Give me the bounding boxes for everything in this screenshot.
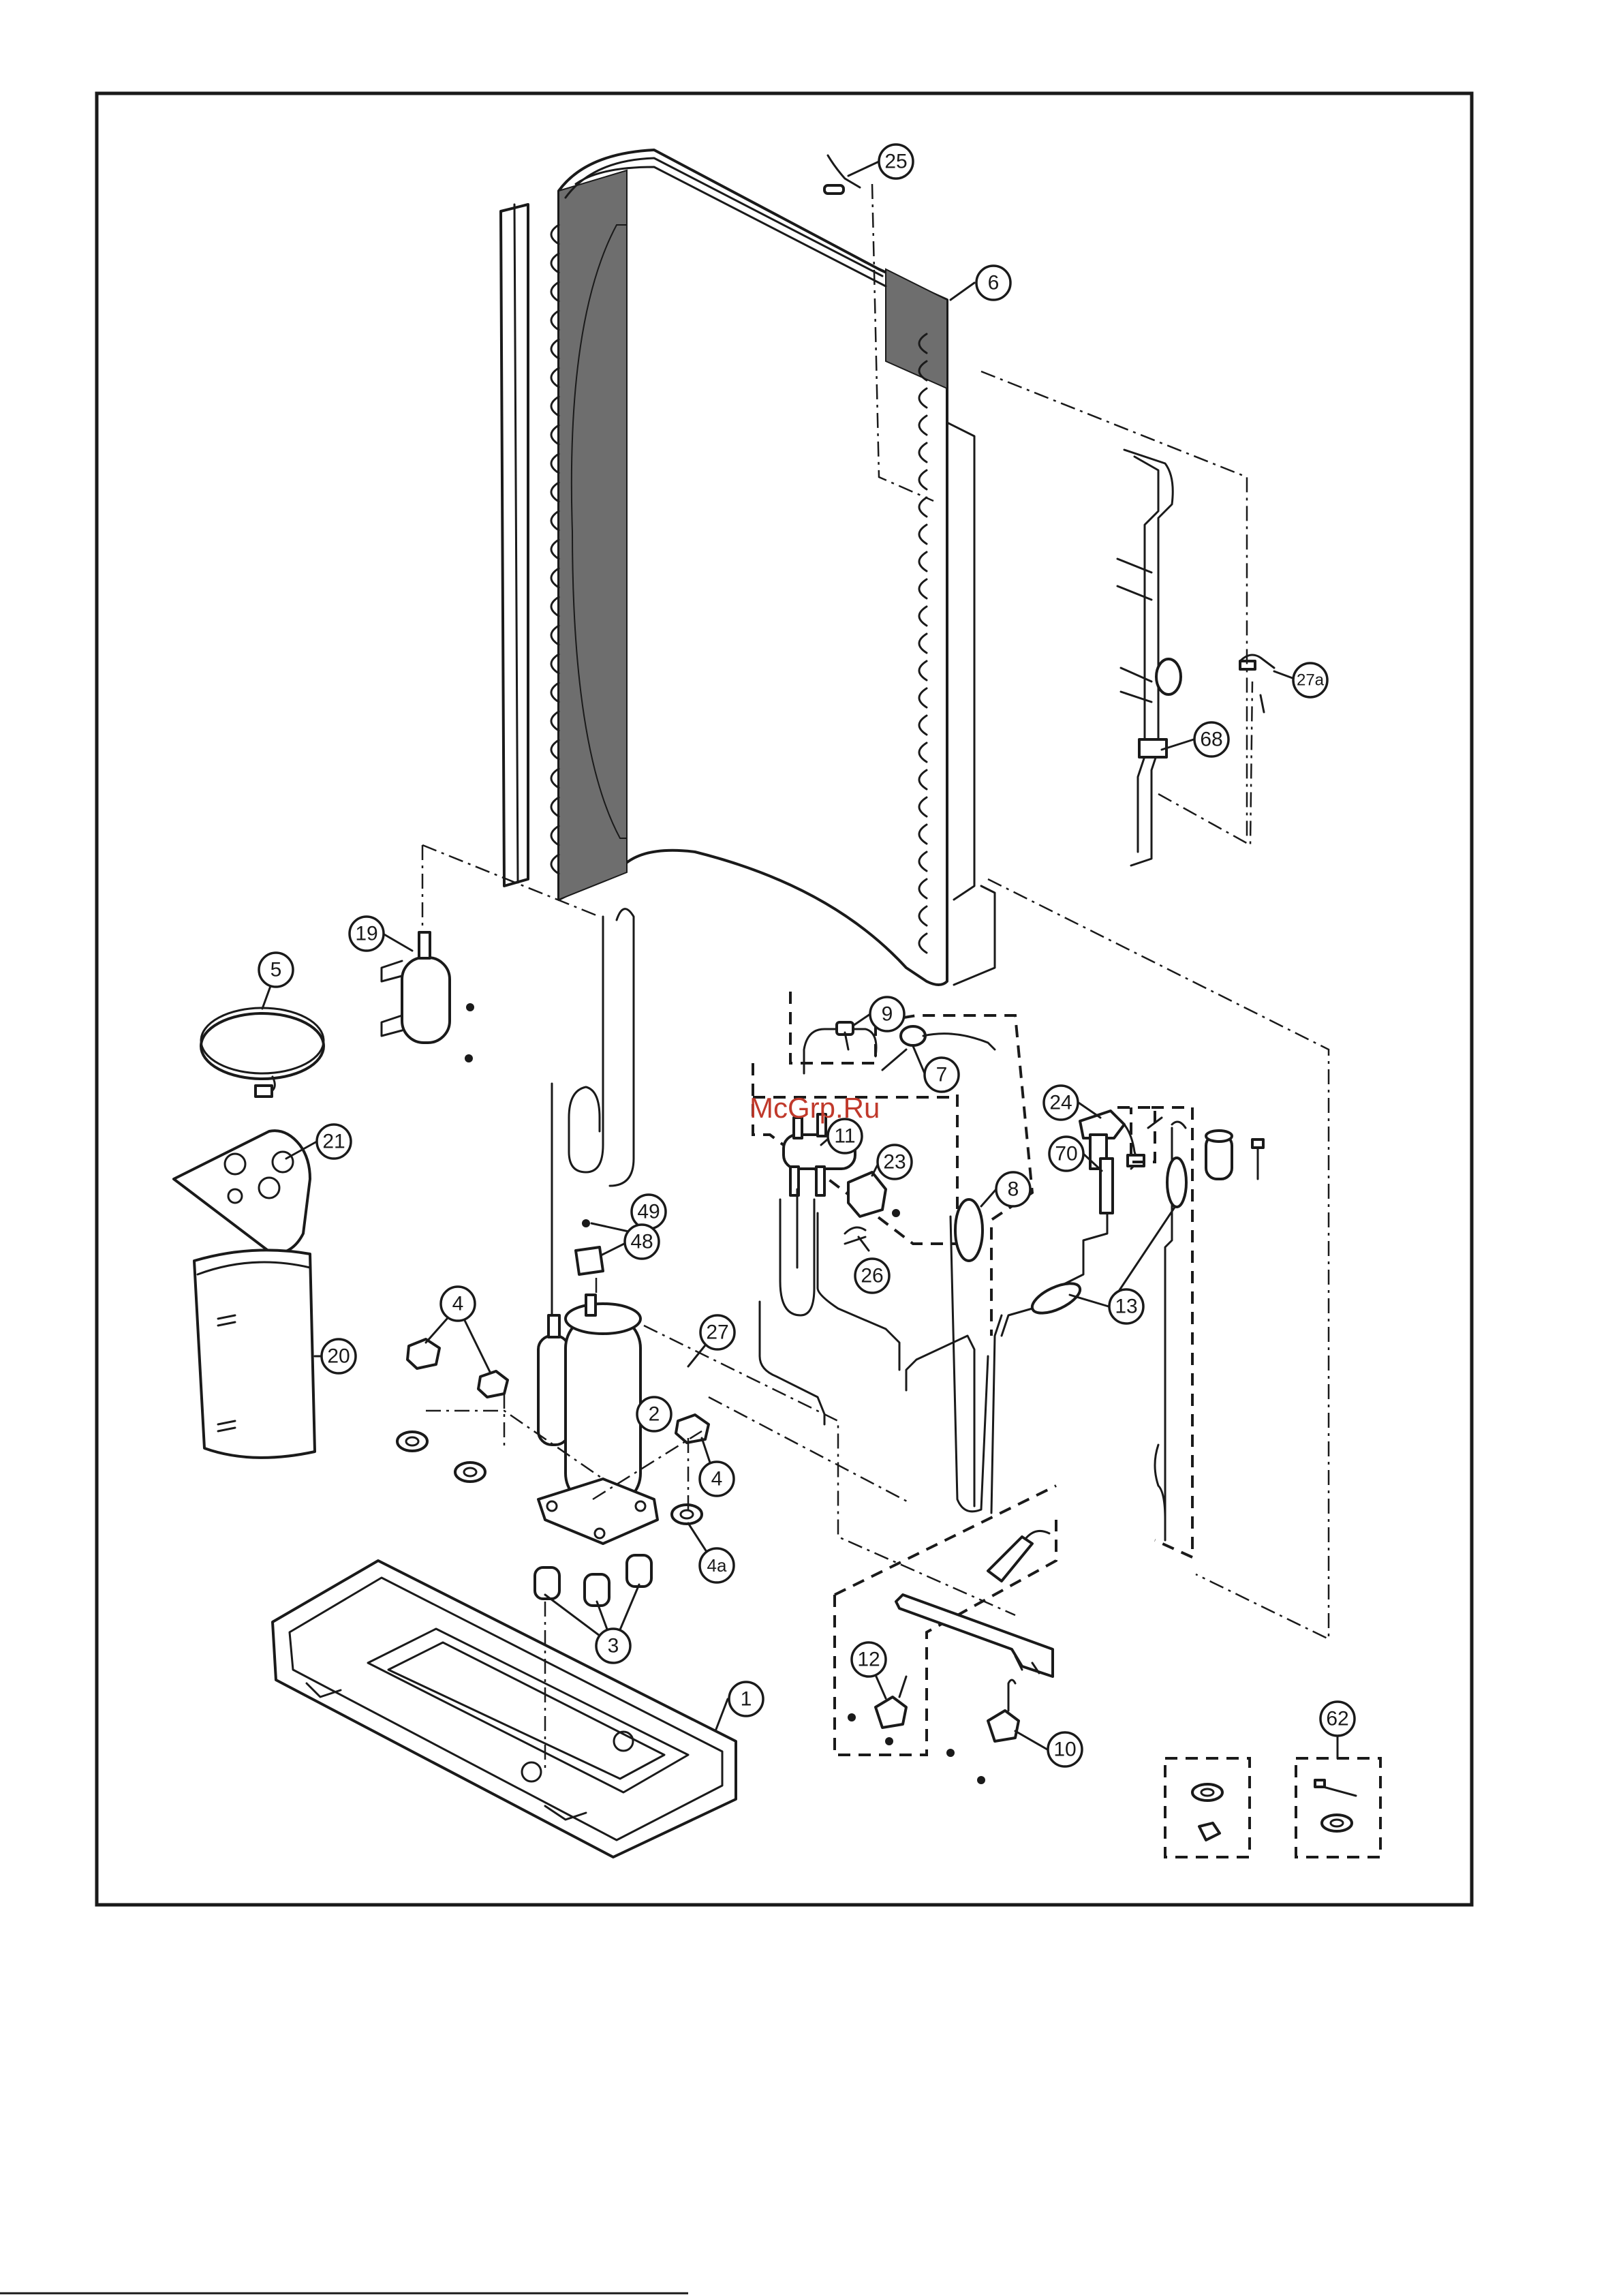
valve-body-70 — [1063, 1159, 1113, 1285]
svg-text:27: 27 — [706, 1321, 728, 1344]
band-5 — [201, 1008, 324, 1097]
callout-5: 5 — [259, 953, 293, 987]
callout-2: 2 — [637, 1397, 671, 1431]
svg-text:21: 21 — [322, 1131, 345, 1153]
svg-text:5: 5 — [270, 959, 282, 981]
callout-19: 19 — [350, 917, 384, 951]
cover-20 — [194, 1250, 315, 1458]
callout-3: 3 — [596, 1629, 630, 1663]
service-valve-12 — [848, 1677, 906, 1745]
callout-49: 49 — [632, 1195, 666, 1229]
svg-text:70: 70 — [1055, 1143, 1077, 1165]
svg-text:7: 7 — [936, 1064, 948, 1086]
watermark: McGrp.Ru — [749, 1092, 880, 1124]
callout-4-left: 4 — [441, 1287, 475, 1321]
svg-text:1: 1 — [741, 1688, 752, 1711]
svg-text:19: 19 — [355, 923, 377, 945]
svg-text:62: 62 — [1326, 1708, 1348, 1730]
callout-23: 23 — [878, 1145, 912, 1179]
coil-side-bracket — [501, 204, 528, 886]
svg-text:4: 4 — [711, 1468, 723, 1490]
svg-text:23: 23 — [883, 1151, 906, 1174]
callout-27: 27 — [700, 1315, 735, 1349]
svg-text:25: 25 — [884, 151, 907, 173]
sensor-25 — [824, 155, 860, 194]
svg-text:24: 24 — [1049, 1092, 1072, 1114]
svg-text:26: 26 — [861, 1265, 883, 1287]
svg-text:4a: 4a — [707, 1555, 727, 1576]
svg-text:2: 2 — [649, 1403, 660, 1426]
sensor-27a — [1240, 655, 1274, 712]
svg-text:11: 11 — [834, 1125, 855, 1148]
callout-26: 26 — [855, 1259, 889, 1293]
receiver-tank-19 — [382, 932, 474, 1062]
plate-21 — [174, 1131, 310, 1254]
svg-text:3: 3 — [608, 1635, 619, 1657]
callout-4-right: 4 — [700, 1462, 734, 1496]
heat-exchanger-coil — [551, 150, 995, 985]
svg-text:12: 12 — [857, 1649, 880, 1671]
callout-11: 11 — [828, 1119, 862, 1153]
callout-70: 70 — [1049, 1137, 1083, 1171]
cable-tie — [1252, 1139, 1263, 1179]
capacitor — [1206, 1131, 1232, 1179]
svg-text:13: 13 — [1115, 1296, 1137, 1318]
callout-9: 9 — [870, 997, 904, 1031]
callout-62: 62 — [1320, 1702, 1355, 1736]
callout-6: 6 — [976, 266, 1010, 300]
svg-text:68: 68 — [1200, 729, 1222, 751]
callout-10: 10 — [1048, 1732, 1082, 1766]
svg-text:20: 20 — [327, 1345, 350, 1368]
callout-4a: 4a — [700, 1548, 734, 1582]
callout-8: 8 — [996, 1172, 1030, 1206]
svg-text:6: 6 — [988, 272, 1000, 294]
service-valve-10 — [946, 1680, 1019, 1784]
callout-13: 13 — [1109, 1289, 1143, 1323]
pipe-assembly-68 — [1117, 450, 1181, 866]
pressure-switch-9 — [837, 1022, 853, 1050]
svg-text:4: 4 — [452, 1293, 464, 1315]
screw-49 — [582, 1219, 590, 1227]
callout-48: 48 — [625, 1225, 659, 1259]
valve-bracket — [896, 1595, 1053, 1677]
spare-parts-box-left — [1165, 1758, 1250, 1857]
callout-25: 25 — [879, 144, 913, 179]
washer-4a — [672, 1505, 702, 1524]
callout-24: 24 — [1044, 1086, 1078, 1120]
callout-7: 7 — [925, 1058, 959, 1092]
callout-20: 20 — [322, 1339, 356, 1373]
svg-text:48: 48 — [630, 1231, 653, 1253]
nut-4-right — [676, 1415, 709, 1443]
callout-1: 1 — [729, 1682, 763, 1716]
callout-68: 68 — [1194, 722, 1228, 756]
svg-text:49: 49 — [637, 1201, 660, 1223]
svg-text:10: 10 — [1053, 1739, 1076, 1761]
svg-text:9: 9 — [882, 1003, 893, 1026]
washers-left — [397, 1432, 485, 1482]
svg-text:8: 8 — [1008, 1178, 1019, 1201]
nut-4-left — [407, 1339, 508, 1397]
callout-12: 12 — [852, 1642, 886, 1677]
svg-text:27a: 27a — [1297, 671, 1325, 690]
nut-48 — [576, 1247, 603, 1274]
tie-band — [988, 1531, 1049, 1581]
callout-27a: 27a — [1293, 663, 1327, 697]
base-pan-1 — [273, 1561, 736, 1857]
spare-parts-box-62 — [1296, 1758, 1380, 1857]
callout-21: 21 — [317, 1124, 351, 1159]
